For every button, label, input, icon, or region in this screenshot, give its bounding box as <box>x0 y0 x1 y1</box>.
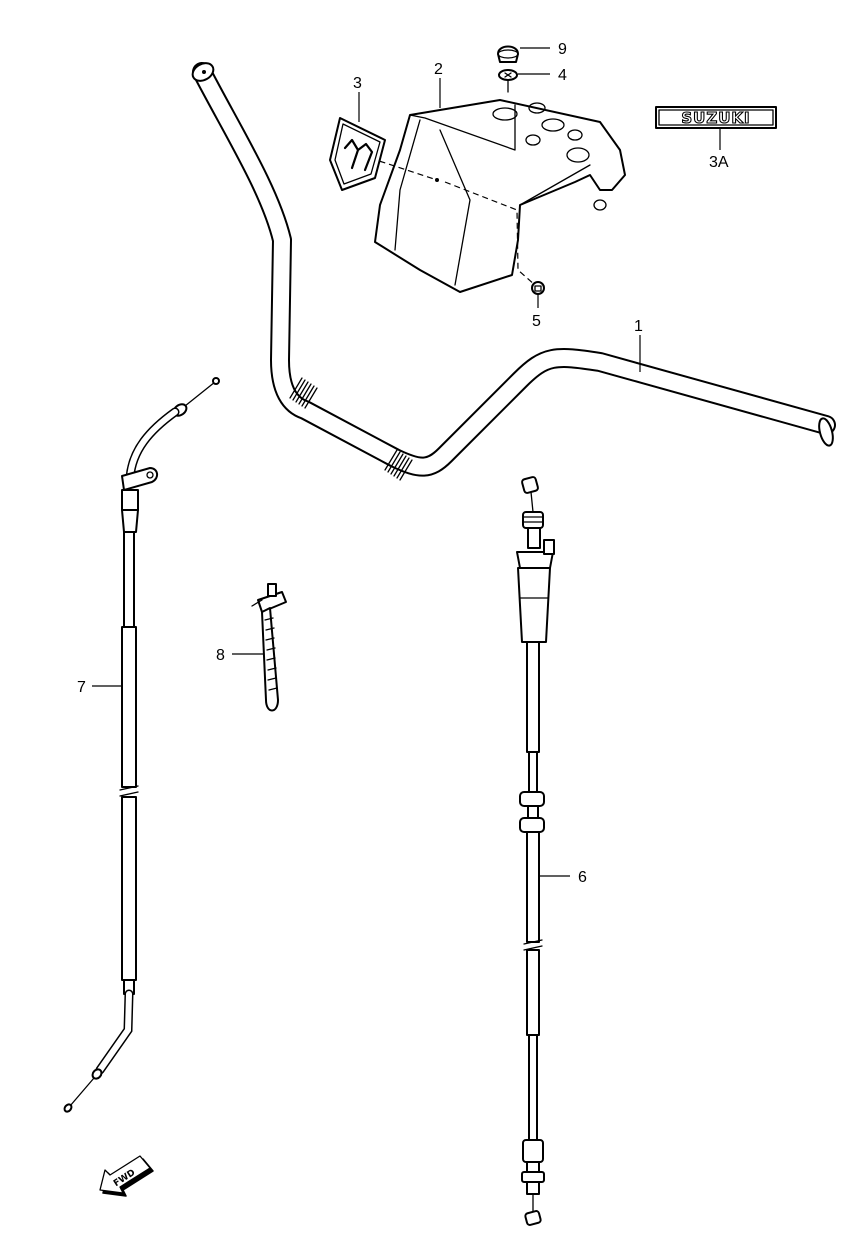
callout-5[interactable]: 5 <box>532 313 541 330</box>
callout-9[interactable]: 9 <box>558 41 567 58</box>
callout-7[interactable]: 7 <box>77 679 86 696</box>
handlebar-cover-part[interactable] <box>374 99 626 293</box>
throttle-cable-part[interactable] <box>63 377 220 1113</box>
emblem-part[interactable] <box>329 117 386 191</box>
callout-4[interactable]: 4 <box>558 67 567 84</box>
choke-cable-part[interactable] <box>516 476 555 1226</box>
callout-3[interactable]: 3 <box>353 75 362 92</box>
handlebar-part[interactable] <box>189 60 836 481</box>
cap-part[interactable] <box>497 45 519 63</box>
nameplate-text: SUZUKI <box>681 109 750 127</box>
callout-3a[interactable]: 3A <box>709 154 729 171</box>
callout-6[interactable]: 6 <box>578 869 587 886</box>
screw-part[interactable] <box>498 69 518 93</box>
handlebar-knurl-right <box>384 449 413 481</box>
cable-tie-part[interactable] <box>251 583 287 712</box>
assembly-line-emblem <box>369 157 438 181</box>
callout-8[interactable]: 8 <box>216 647 225 664</box>
suzuki-nameplate-part[interactable]: SUZUKI <box>655 106 777 129</box>
callout-2[interactable]: 2 <box>434 61 443 78</box>
callout-1[interactable]: 1 <box>634 318 643 335</box>
nut-part[interactable] <box>531 281 545 295</box>
handlebar-knurl-left <box>289 377 318 409</box>
forward-arrow-icon: FWD <box>99 1155 154 1197</box>
suzuki-s-emblem-icon <box>343 138 374 172</box>
